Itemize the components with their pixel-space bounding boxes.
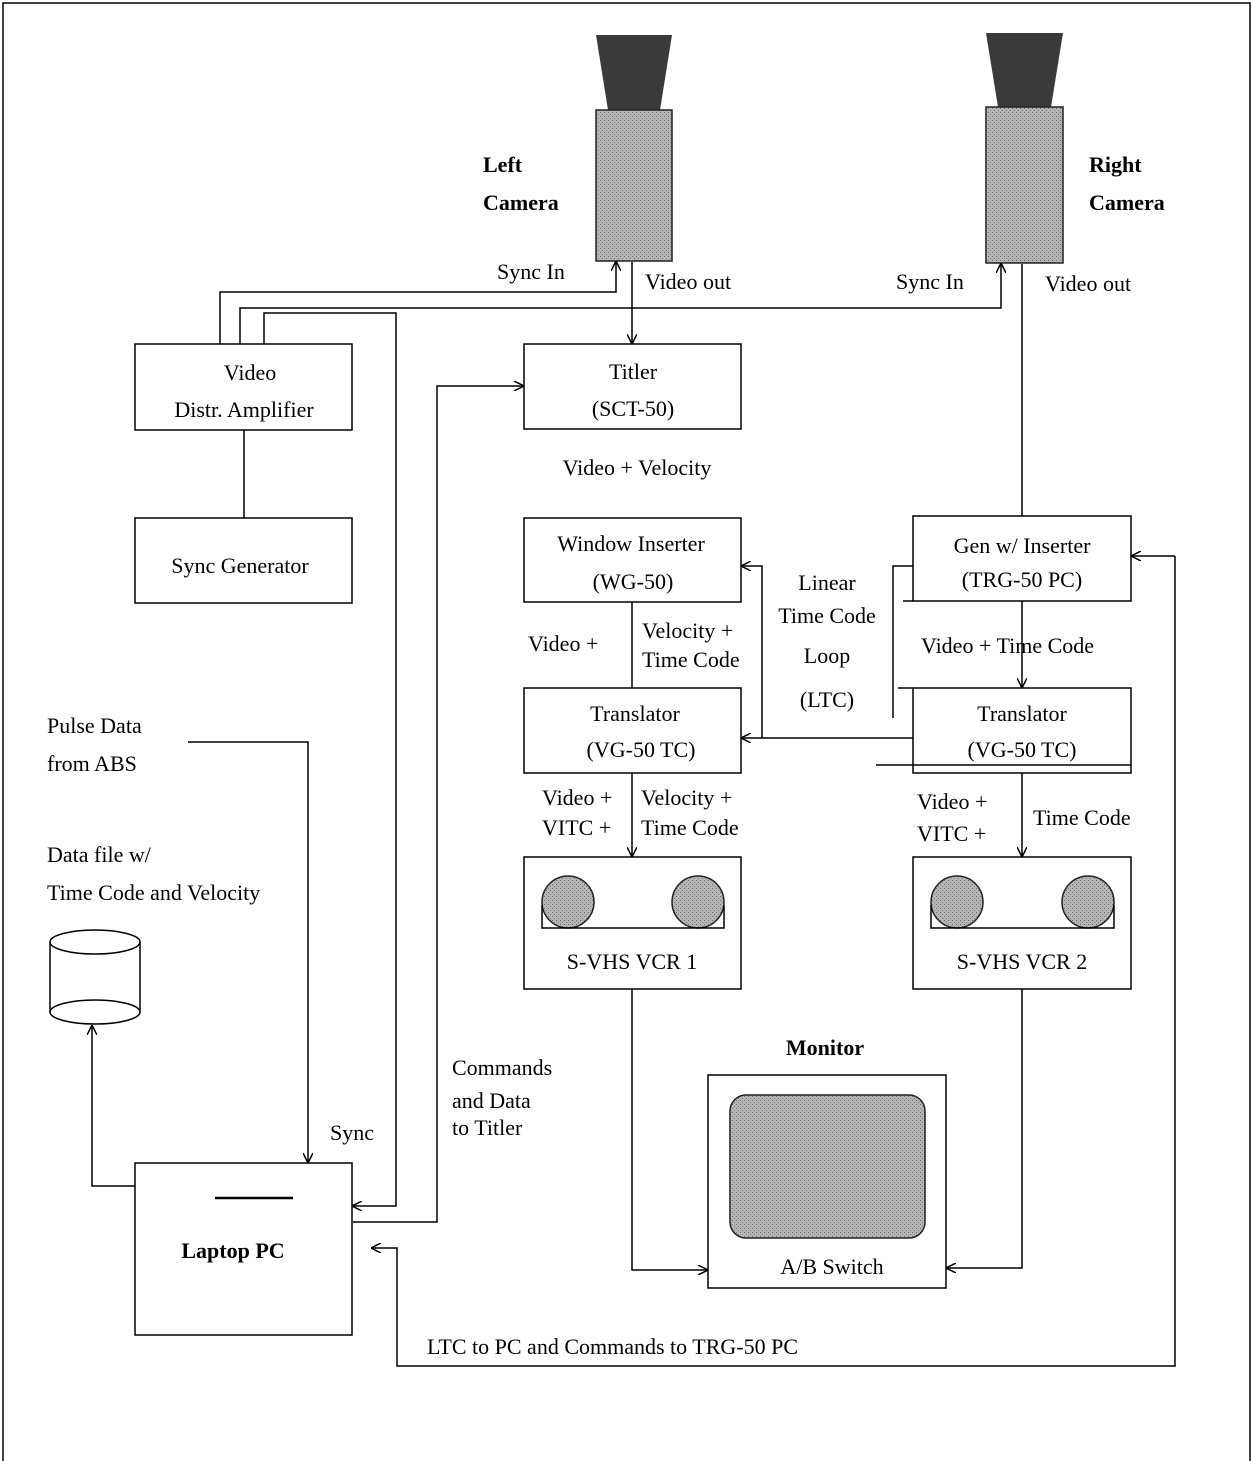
right-camera-lens (986, 33, 1063, 107)
ltc-label-3: Loop (804, 643, 850, 668)
ltc-label-1: Linear (798, 570, 856, 595)
ltc-to-pc-label: LTC to PC and Commands to TRG-50 PC (427, 1334, 798, 1359)
translator-right-box: Translator (VG-50 TC) (912, 687, 1132, 774)
video-time-code-label: Video + Time Code (921, 633, 1094, 658)
vcr2-reel-left (930, 875, 984, 929)
velocity-plus-2-label: Velocity + (641, 785, 732, 810)
ltc-label-4: (LTC) (800, 687, 854, 712)
left-camera-lens (596, 35, 672, 110)
time-code-label: Time Code (642, 647, 740, 672)
translator-right-line2: (VG-50 TC) (968, 737, 1077, 762)
window-inserter-line2: (WG-50) (593, 569, 674, 594)
translator-left-box: Translator (VG-50 TC) (523, 687, 742, 774)
sync-gen-line1: Sync Generator (171, 553, 309, 578)
vitc-plus-2-label: VITC + (917, 821, 986, 846)
sync-in-right-label: Sync In (896, 269, 964, 294)
right-camera (985, 33, 1064, 264)
ltc-label-2: Time Code (778, 603, 876, 628)
time-code-3-label: Time Code (1033, 805, 1131, 830)
vcr1-box: S-VHS VCR 1 (523, 856, 742, 990)
translator-left-line1: Translator (590, 701, 680, 726)
vitc-plus-label: VITC + (542, 815, 611, 840)
database-icon (49, 929, 141, 1025)
vcr1-label: S-VHS VCR 1 (567, 949, 697, 974)
vcr2-label: S-VHS VCR 2 (957, 949, 1087, 974)
titler-line1: Titler (609, 359, 658, 384)
left-camera-label-2: Camera (483, 190, 559, 215)
video-out-right-label: Video out (1045, 271, 1131, 296)
video-plus-3-label: Video + (917, 789, 987, 814)
gen-inserter-line2: (TRG-50 PC) (962, 567, 1082, 592)
vda-line2: Distr. Amplifier (174, 397, 314, 422)
commands-label-1: Commands (452, 1055, 552, 1080)
right-camera-body (985, 106, 1064, 264)
vcr2-reel-right (1061, 875, 1115, 929)
vcr2-box: S-VHS VCR 2 (912, 856, 1132, 990)
translator-right-line1: Translator (977, 701, 1067, 726)
time-code-2-label: Time Code (641, 815, 739, 840)
gen-inserter-box: Gen w/ Inserter (TRG-50 PC) (912, 515, 1132, 602)
data-file-label-2: Time Code and Velocity (47, 880, 260, 905)
titler-line2: (SCT-50) (592, 396, 674, 421)
video-out-left-label: Video out (645, 269, 731, 294)
sync-generator-box: Sync Generator (134, 517, 353, 604)
window-inserter-line1: Window Inserter (557, 531, 705, 556)
sync-in-left-label: Sync In (497, 259, 565, 284)
laptop-pc-label: Laptop PC (181, 1238, 284, 1263)
commands-label-3: to Titler (452, 1115, 523, 1140)
data-file-label-1: Data file w/ (47, 842, 152, 867)
left-camera (595, 35, 673, 262)
vcr1-reel-left (541, 875, 595, 929)
vda-line1: Video (224, 360, 276, 385)
sync-label: Sync (330, 1120, 374, 1145)
window-inserter-box: Window Inserter (WG-50) (523, 517, 742, 603)
video-distr-amplifier-box: Video Distr. Amplifier (134, 343, 353, 431)
left-camera-label-1: Left (483, 152, 523, 177)
commands-label-2: and Data (452, 1088, 531, 1113)
gen-inserter-line1: Gen w/ Inserter (954, 533, 1092, 558)
connections (92, 262, 1176, 1367)
ab-switch-label: A/B Switch (780, 1254, 883, 1279)
video-plus-2-label: Video + (542, 785, 612, 810)
vcr1-reel-right (671, 875, 725, 929)
monitor-box: A/B Switch (707, 1074, 947, 1289)
laptop-pc-box: Laptop PC (134, 1162, 353, 1336)
right-camera-label-2: Camera (1089, 190, 1165, 215)
pulse-data-label-2: from ABS (47, 751, 137, 776)
velocity-plus-label: Velocity + (642, 618, 733, 643)
monitor-title: Monitor (786, 1035, 864, 1060)
right-camera-label-1: Right (1089, 152, 1142, 177)
video-plus-label: Video + (528, 631, 598, 656)
monitor-screen (729, 1094, 926, 1239)
translator-left-line2: (VG-50 TC) (587, 737, 696, 762)
pulse-data-label-1: Pulse Data (47, 713, 142, 738)
video-velocity-label: Video + Velocity (563, 455, 712, 480)
left-camera-body (595, 109, 673, 262)
titler-box: Titler (SCT-50) (523, 343, 742, 430)
